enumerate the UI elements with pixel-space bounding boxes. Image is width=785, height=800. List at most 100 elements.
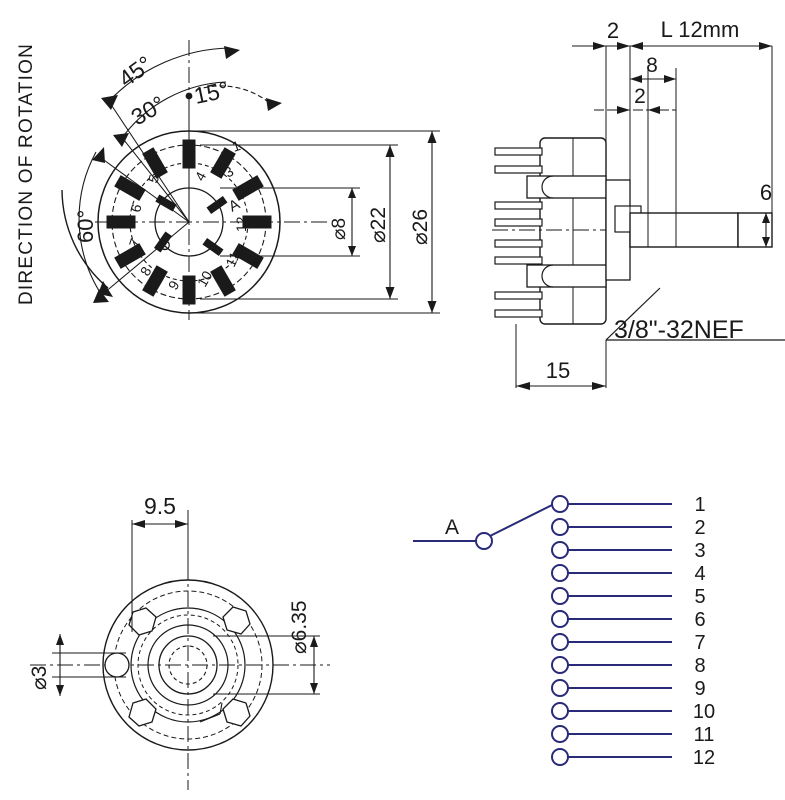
schematic-terminal-node xyxy=(551,702,569,720)
position-number: 10 xyxy=(194,268,216,290)
terminal-pin xyxy=(494,165,543,174)
dim-label-bushing-2: 2 xyxy=(607,18,619,43)
flange-boss-outer xyxy=(130,607,246,723)
side-view-wafer-upper-detail xyxy=(541,175,554,199)
dim-arrow-offset-left xyxy=(617,106,630,114)
dim-arrow-shaft-dia-top xyxy=(762,213,770,223)
contact-block xyxy=(210,147,236,179)
arc15-arrow xyxy=(266,98,282,111)
front-view-contacts xyxy=(106,139,272,305)
angle-label-15: 15° xyxy=(192,76,231,109)
schematic-terminal-node xyxy=(551,587,569,605)
bolt-hole xyxy=(128,698,157,727)
dim-label-body-15: 15 xyxy=(546,358,570,383)
dim-arrow-bushing-2a xyxy=(593,42,606,50)
schematic-terminal-label: 12 xyxy=(693,747,715,769)
terminal-pin xyxy=(494,218,543,227)
thread-leader-line xyxy=(605,287,661,341)
dim-arrow-offset-right xyxy=(648,106,660,114)
arc60-arrow-bottom xyxy=(93,289,109,303)
dim-label-d22: ⌀22 xyxy=(367,207,390,243)
dim-arrow-body-left xyxy=(516,382,530,390)
schematic-terminal-node xyxy=(551,656,569,674)
direction-of-rotation-note: DIRECTION OF ROTATION xyxy=(16,43,37,305)
contact-block xyxy=(106,215,136,229)
terminal-pin xyxy=(494,291,543,300)
dim-arrow-d635-top xyxy=(310,636,318,647)
dim-arrow-d8-bottom xyxy=(348,246,356,256)
flange-index-mark-2 xyxy=(219,702,223,715)
dim-label-d8: ⌀8 xyxy=(329,218,350,240)
dim-arrow-d26-top xyxy=(427,131,437,143)
angle-arc-45 xyxy=(109,47,231,101)
schematic-terminal-node xyxy=(551,518,569,536)
dim-arrow-flat-right xyxy=(664,75,676,83)
rotor-wiper xyxy=(206,195,228,215)
flange-boss-dashed xyxy=(137,614,239,716)
terminal-pin xyxy=(494,256,543,265)
dim-arrow-bushing-2b xyxy=(617,42,630,50)
schematic-diagram: A 1 2 3 4 5 6 7 8 xyxy=(413,494,715,769)
front-view-position-numbers: 4 3 2 12 11 10 9 8 7 6 5 1 xyxy=(126,137,252,292)
terminal-pin xyxy=(494,147,543,156)
angle-leader-30 xyxy=(123,139,190,223)
schematic-terminal-label: 7 xyxy=(694,632,705,654)
schematic-terminal-node xyxy=(551,495,569,513)
dim-label-flat-8: 8 xyxy=(646,54,658,77)
flange-bolt-holes xyxy=(128,606,251,727)
angle-arc-60 xyxy=(78,151,104,298)
schematic-terminals: 1 2 3 4 5 6 7 8 9 xyxy=(551,494,715,769)
angle-arc-30 xyxy=(121,81,227,139)
position-number: 4 xyxy=(192,169,210,184)
schematic-pole-pivot xyxy=(475,532,493,550)
front-view: 4 3 2 12 11 10 9 8 7 6 5 1 A C ⌀26 xyxy=(61,40,440,320)
dim-arrow-d635-bottom xyxy=(310,683,318,694)
schematic-terminal-node xyxy=(551,748,569,766)
rotation-sweep-arc xyxy=(61,189,109,289)
side-view-wafer-upper xyxy=(526,175,607,199)
schematic-terminal-label: 4 xyxy=(694,563,705,585)
schematic-terminal-label: 8 xyxy=(694,655,705,677)
angle-arc-15 xyxy=(195,85,273,106)
position-number: 2 xyxy=(234,186,251,197)
dim-arrow-len-left xyxy=(630,42,643,50)
dim-arrow-shaft-dia-bottom xyxy=(762,237,770,247)
contact-block xyxy=(182,275,196,305)
rotor-wiper xyxy=(202,237,224,257)
schematic-terminal-node xyxy=(551,564,569,582)
arc45-arrow-left xyxy=(101,95,118,110)
schematic-pole-label: A xyxy=(445,516,459,539)
contact-block xyxy=(142,147,168,179)
angle-label-45: 45° xyxy=(114,51,157,92)
contact-block xyxy=(182,139,196,169)
front-view-hub-circle-d8 xyxy=(154,187,224,257)
position-number: 7 xyxy=(126,236,144,249)
dim-label-d3: ⌀3 xyxy=(28,666,51,690)
dim-arrow-d22-bottom xyxy=(385,287,395,299)
dim-arrow-95-left xyxy=(132,520,145,528)
schematic-terminal-node xyxy=(551,610,569,628)
schematic-terminal-label: 10 xyxy=(693,701,715,723)
schematic-terminal-label: 9 xyxy=(694,678,705,700)
schematic-terminal-node xyxy=(551,725,569,743)
terminal-pin xyxy=(494,309,543,318)
flange-index-mark xyxy=(199,713,221,723)
thread-spec-label: 3/8"-32NEF xyxy=(614,316,744,344)
contact-block xyxy=(142,265,168,297)
contact-block xyxy=(114,175,146,201)
rotor-wiper xyxy=(153,231,173,253)
angle-leader-60-bottom xyxy=(103,221,190,294)
side-view-wafer-lower xyxy=(526,264,607,288)
side-view-wafer-lower-detail xyxy=(541,264,554,288)
contact-block xyxy=(114,243,146,269)
dim-label-d26: ⌀26 xyxy=(409,209,432,245)
flange-bore-d635 xyxy=(158,635,218,695)
angle-label-60: 60° xyxy=(73,210,98,243)
flange-bore-inner xyxy=(168,645,208,685)
bolt-hole xyxy=(128,607,157,636)
dim-label-flat-offset: 2 xyxy=(634,85,646,108)
schematic-terminal-label: 11 xyxy=(694,724,715,746)
bolt-hole xyxy=(222,698,251,727)
